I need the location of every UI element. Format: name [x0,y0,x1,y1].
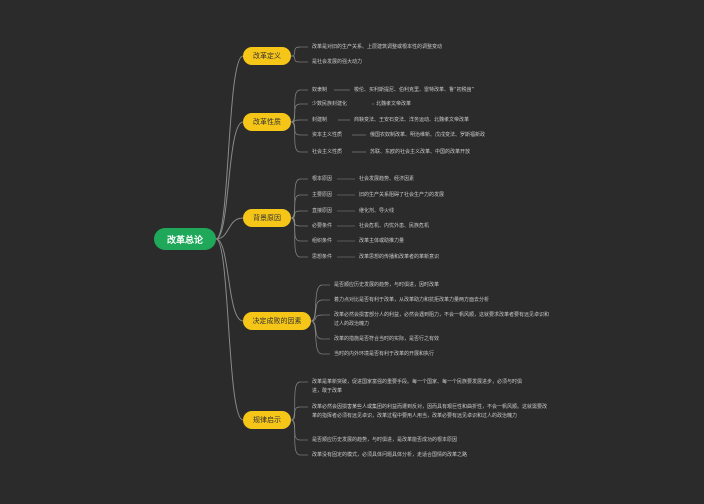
connector [290,419,301,441]
connector [310,314,323,322]
connector [290,89,301,123]
leaf-factor-3: 改革必然会损害部分人的利益，必然会遇到阻力，不会一帆风顺，这就要求改革者要有远见… [334,312,550,327]
connector [290,178,301,219]
leaf-nature-detail-1: 梭伦、买利斯提尼、伯利克里、雷特改革、鲁“初税亩” [354,87,475,93]
leaf-nature-label-2: 少数民族封建化 [312,101,348,107]
leaf-factor-5: 当时的内外环境是否有利于改革的开展和执行 [334,351,435,357]
leaf-bg-detail-1: 社会发展趋势、经济因素 [359,176,415,182]
connector [290,217,301,227]
connector [290,406,301,421]
leaf-nature-detail-2: 北魏孝文帝改革 [376,101,412,107]
connector [215,55,244,240]
leaf-bg-label-3: 直接原因 [312,208,333,214]
leaf-bg-detail-5: 改革主体或助推力量 [359,238,405,244]
connector [215,238,244,421]
leaf-bg-label-1: 根本原因 [312,176,333,182]
leaf-lesson-1: 改革是革新突破，促进国家富强的重要手段。每一个国家、每一个民族要发展进步，必须与… [312,379,523,394]
leaf-nature-label-4: 资本主义性质 [312,132,343,138]
connector [290,210,301,219]
connector [290,194,301,219]
connector [310,320,323,355]
leaf-lesson-3: 是否顺应历史发展的趋势，与时俱进，是改革能否成功的根本原因 [312,437,458,443]
leaf-lesson-4: 改革没有固定的模式，必须具体问题具体分析，走适合国情的改革之路 [312,452,468,458]
branch-definition[interactable]: 改革定义 [243,47,291,65]
leaf-bg-detail-2: 旧的生产关系阻碍了社会生产力的发展 [359,192,445,198]
connector [215,217,244,240]
leaf-definition-2: 是社会发展的强大动力 [312,59,363,65]
connector [290,217,301,258]
leaf-nature-label-1: 奴隶制 [312,87,328,93]
connector [310,284,323,322]
root-node[interactable]: 改革总论 [154,228,216,250]
connector [290,121,301,153]
leaf-bg-label-6: 思想条件 [312,254,333,260]
connector [215,238,244,322]
connector [290,55,301,63]
connector [215,121,244,240]
leaf-nature-detail-5: 苏联、东欧的社会主义改革、中国的改革开放 [370,149,471,155]
leaf-nature-detail-3: 商鞅变法、王安石变法、洋务运动、北魏孝文帝改革 [354,117,470,123]
branch-background[interactable]: 背景原因 [243,209,291,227]
connector [290,381,301,421]
leaf-nature-detail-4: 俄国农奴制改革、明治维新、戊戌变法、罗斯福新政 [370,132,486,138]
leaf-bg-detail-4: 社会危机、内忧外患、民族危机 [359,223,430,229]
connector [290,419,301,456]
leaf-bg-label-2: 主要原因 [312,192,333,198]
branch-success-factors[interactable]: 决定成败的因素 [243,312,311,330]
leaf-factor-4: 改革的措施是否符合当时的实际，是否行之有效 [334,336,440,342]
branch-nature[interactable]: 改革性质 [243,113,291,131]
connector [290,121,301,136]
connector [290,103,301,123]
connector [310,320,323,340]
leaf-definition-1: 改革是对旧的生产关系、上层建筑调整或根本性的调整变动 [312,44,443,50]
leaf-bg-detail-6: 改革思想的传播和改革者的革新意识 [359,254,440,260]
connector [290,46,301,57]
leaf-nature-label-5: 社会主义性质 [312,149,343,155]
leaf-factor-2: 着力点对比是否有利于改革，从改革助力和抗拒改革力量两方面去分析 [334,297,490,303]
leaf-nature-label-3: 封建制 [312,117,328,123]
leaf-factor-1: 是否顺应历史发展的趋势，与时俱进，因时改革 [334,282,440,288]
branch-lessons[interactable]: 规律启示 [243,411,291,429]
leaf-bg-label-4: 必要条件 [312,223,333,229]
leaf-bg-detail-3: 继化剂、导火线 [359,208,395,214]
leaf-bg-label-5: 组织条件 [312,238,333,244]
connector [290,119,301,123]
connector [290,217,301,242]
connector [310,299,323,322]
leaf-lesson-2: 改革必然会因损害某些人或集团的利益而遭到反对，因而具有艰巨性和曲折性，不会一帆风… [312,404,548,419]
